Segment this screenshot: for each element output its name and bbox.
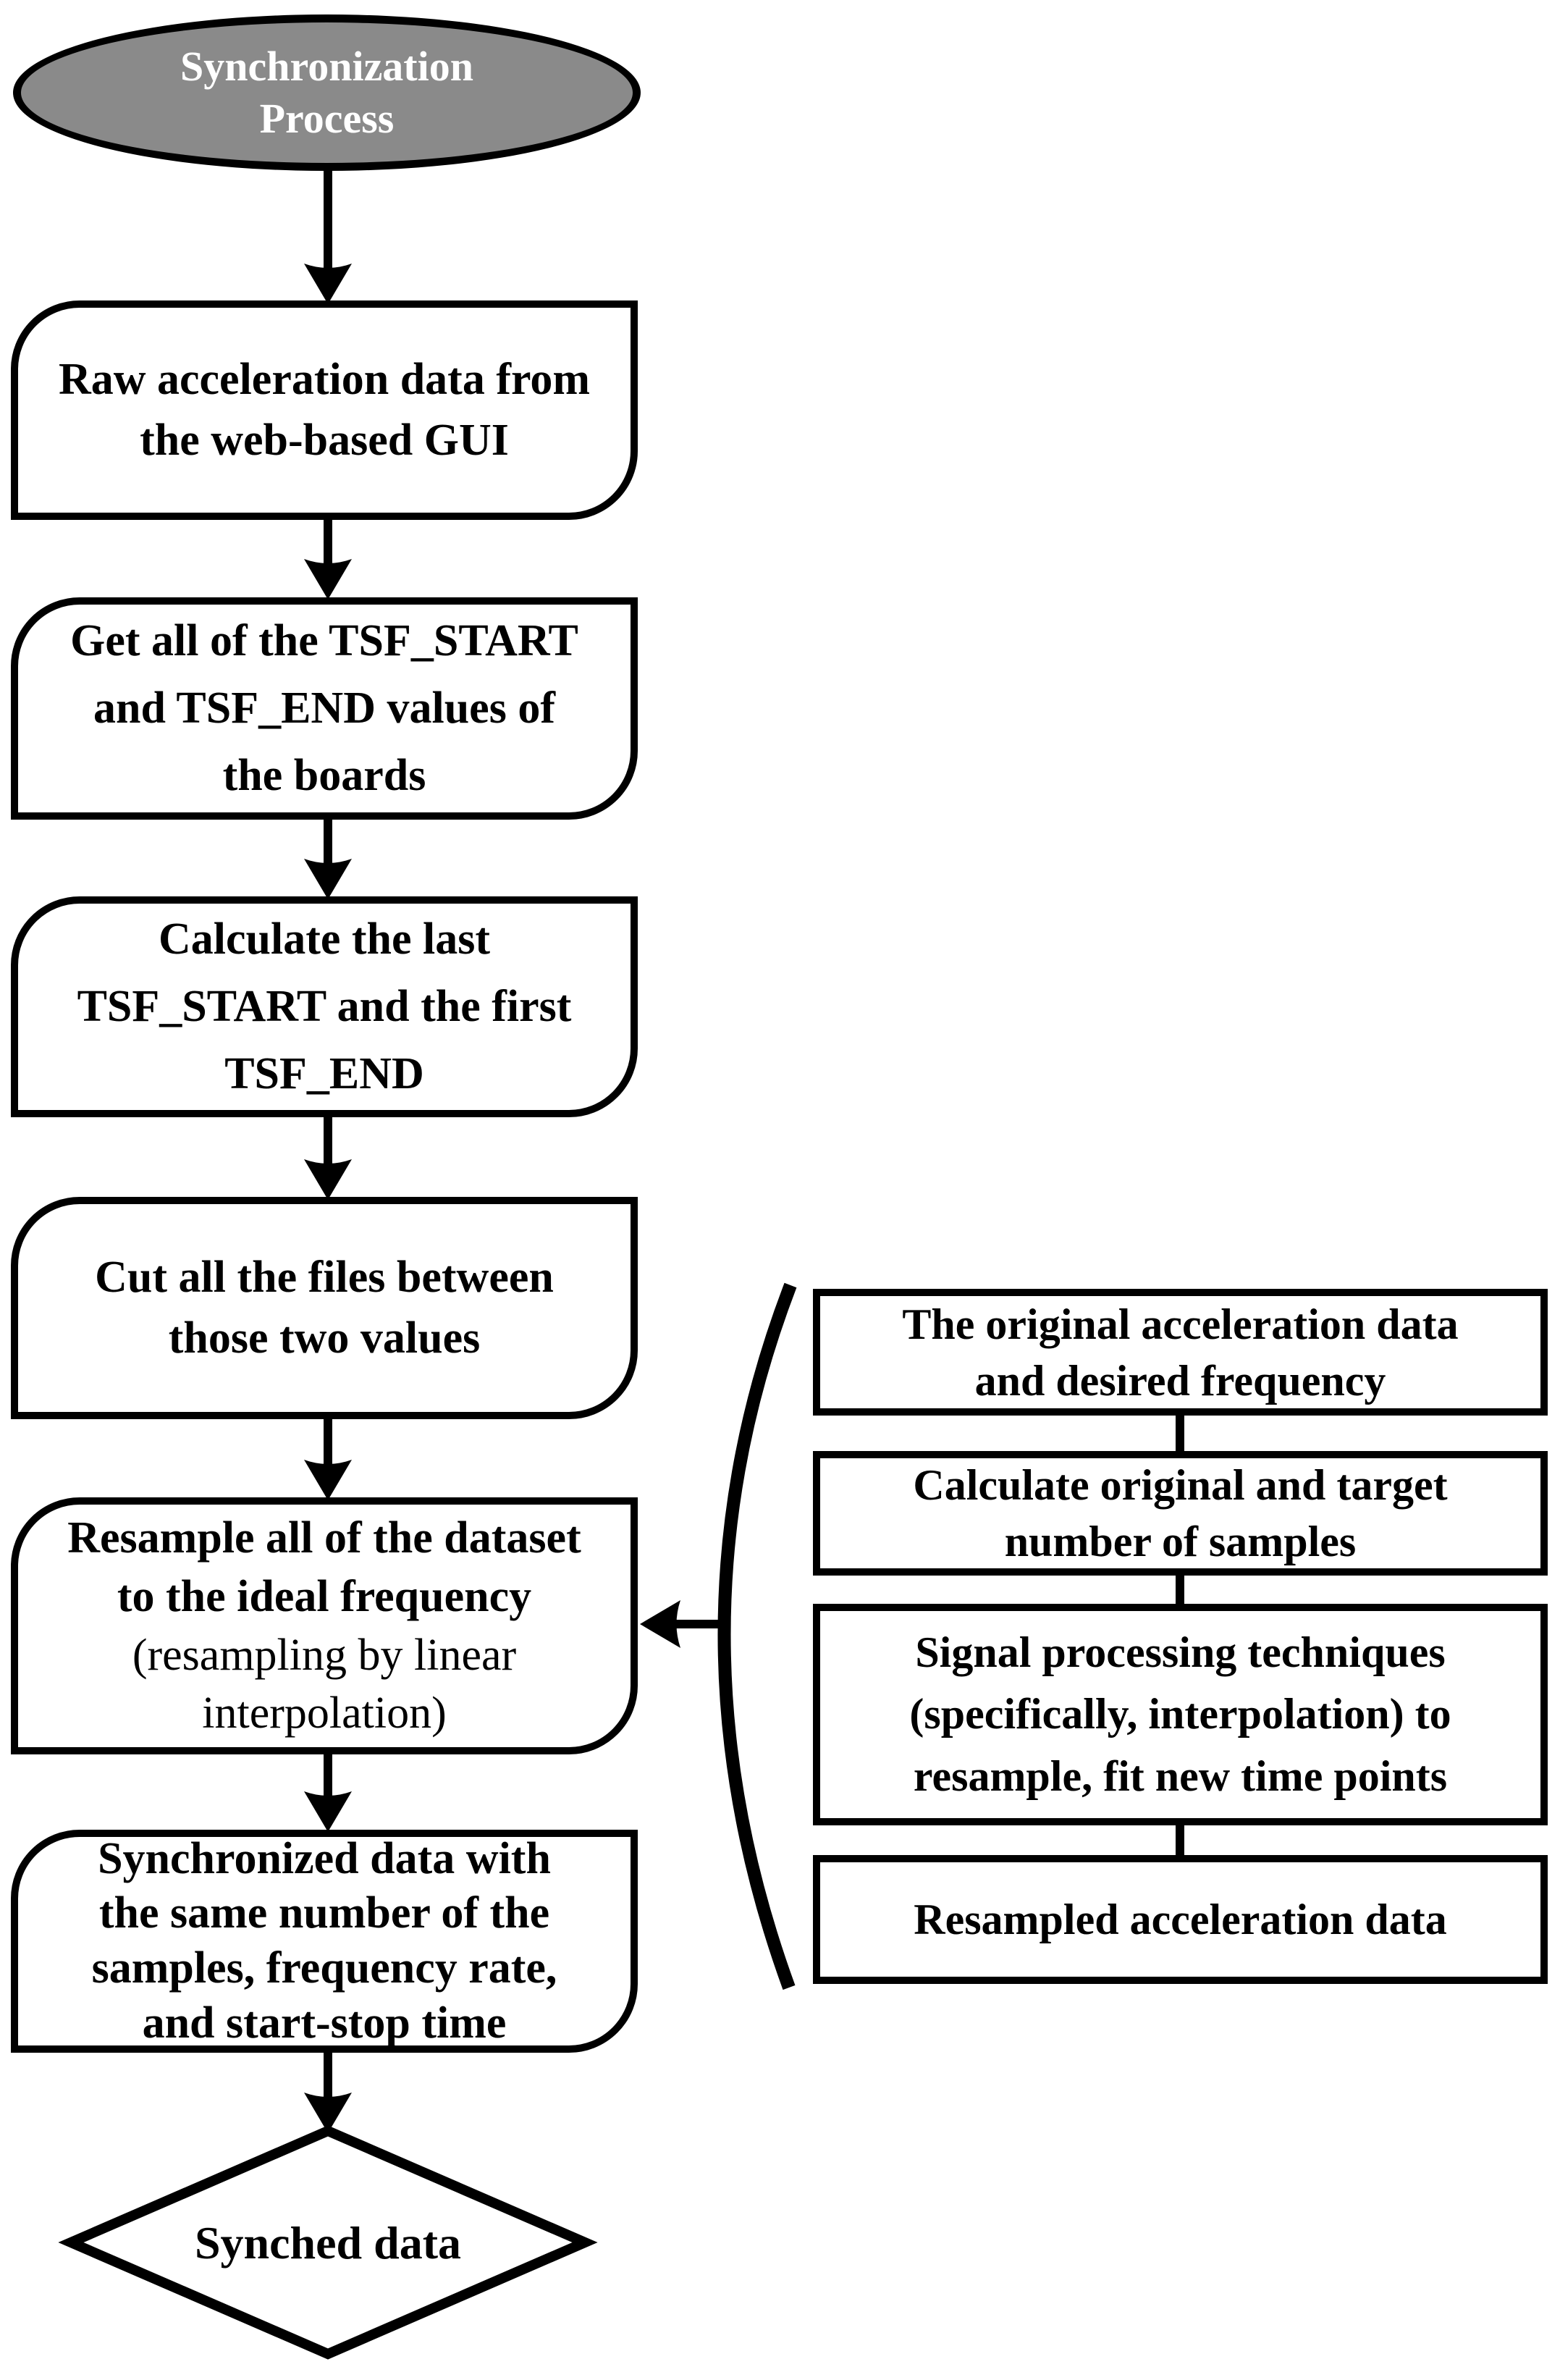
step-cut-files: Cut all the files between those two valu… bbox=[11, 1197, 638, 1419]
step-cut-line1: Cut all the files between bbox=[95, 1252, 554, 1302]
end-diamond-label: Synched data bbox=[194, 2216, 462, 2268]
arrow-calc-to-cut-head bbox=[304, 1159, 352, 1200]
step-get-line1: Get all of the TSF_START bbox=[70, 616, 578, 665]
step-resample-dataset: Resample all of the dataset to the ideal… bbox=[11, 1497, 638, 1754]
side-step-resampled-data: Resampled acceleration data bbox=[813, 1855, 1548, 1984]
step-sync-line2: the same number of the bbox=[98, 1888, 550, 1938]
side-step-original-data: The original acceleration data and desir… bbox=[813, 1289, 1548, 1416]
step-calc-line3: TSF_END bbox=[224, 1049, 424, 1098]
step-calc-line2: TSF_START and the first bbox=[77, 982, 572, 1031]
step-get-line2: and TSF_END values of bbox=[93, 684, 555, 733]
side3-line1: Signal processing techniques bbox=[915, 1628, 1446, 1677]
start-terminator-line1: Synchronization bbox=[180, 42, 473, 90]
side1-line2: and desired frequency bbox=[974, 1356, 1386, 1405]
side3-line3: resample, fit new time points bbox=[913, 1752, 1448, 1800]
side2-line2: number of samples bbox=[1004, 1518, 1357, 1565]
step-calculate-tsf: Calculate the last TSF_START and the fir… bbox=[11, 896, 638, 1117]
step-calc-line1: Calculate the last bbox=[158, 914, 491, 964]
step-cut-line2: those two values bbox=[168, 1313, 481, 1363]
step-sync-line1: Synchronized data with bbox=[98, 1833, 551, 1883]
grouping-brace bbox=[717, 1282, 797, 1990]
step-sync-line3: samples, frequency rate, bbox=[91, 1943, 557, 1993]
step-raw-line2: the web-based GUI bbox=[140, 415, 509, 465]
arrow-get-to-calc-head bbox=[304, 859, 352, 899]
start-terminator-ellipse: Synchronization Process bbox=[13, 14, 641, 171]
step-get-line3: the boards bbox=[222, 751, 426, 800]
side-step-calc-samples: Calculate original and target number of … bbox=[813, 1451, 1548, 1576]
step-raw-line1: Raw acceleration data from bbox=[58, 354, 591, 404]
side3-line2: (specifically, interpolation) to bbox=[909, 1690, 1451, 1738]
side1-line1: The original acceleration data bbox=[902, 1300, 1459, 1348]
side2-line1: Calculate original and target bbox=[913, 1461, 1448, 1509]
step-resample-line3: (resampling by linear bbox=[132, 1630, 517, 1680]
step-resample-line1: Resample all of the dataset bbox=[67, 1513, 581, 1563]
start-terminator-line2: Process bbox=[259, 95, 395, 142]
step-synchronized-data: Synchronized data with the same number o… bbox=[11, 1830, 638, 2053]
side-step-signal-processing: Signal processing techniques (specifical… bbox=[813, 1604, 1548, 1825]
arrow-resample-to-sync-head bbox=[304, 1791, 352, 1832]
brace-to-resample-arrow-head bbox=[640, 1600, 680, 1648]
arrow-cut-to-resample-head bbox=[304, 1460, 352, 1500]
side4-line1: Resampled acceleration data bbox=[914, 1896, 1447, 1943]
arrow-raw-to-get-head bbox=[304, 559, 352, 600]
step-sync-line4: and start-stop time bbox=[142, 1998, 507, 2048]
arrow-sync-to-diamond-head bbox=[304, 2093, 352, 2133]
step-resample-line4: interpolation) bbox=[202, 1689, 447, 1738]
step-raw-acceleration-data: Raw acceleration data from the web-based… bbox=[11, 300, 638, 520]
arrow-start-to-raw-head bbox=[304, 264, 352, 304]
step-get-tsf-values: Get all of the TSF_START and TSF_END val… bbox=[11, 597, 638, 820]
step-resample-line2: to the ideal frequency bbox=[117, 1571, 532, 1621]
